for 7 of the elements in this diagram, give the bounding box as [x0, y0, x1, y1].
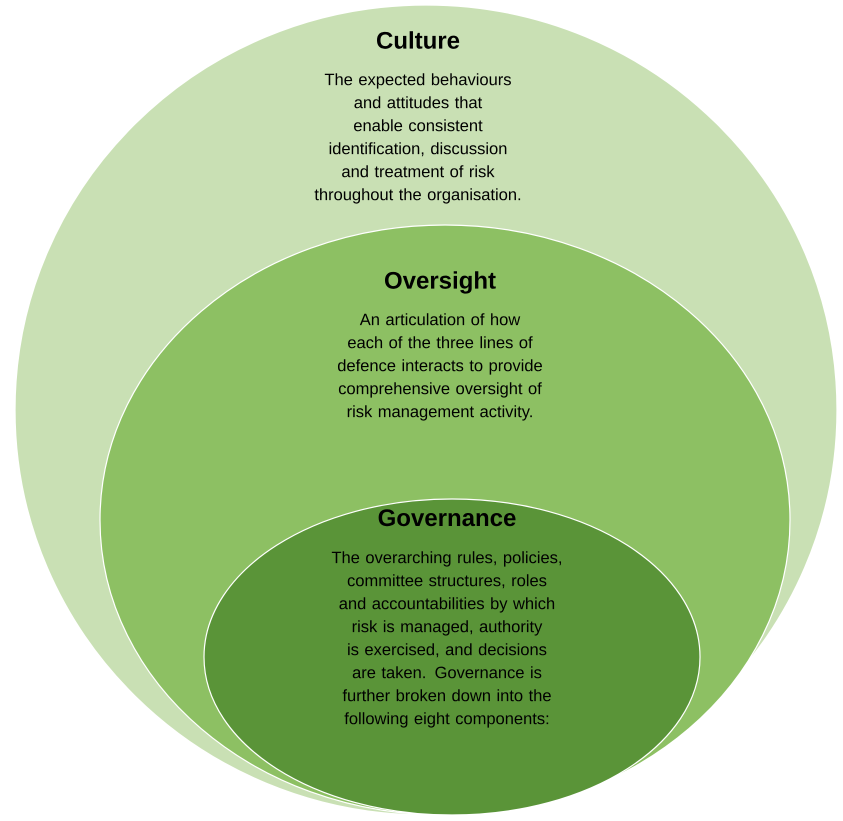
heading: Culture: [377, 31, 460, 49]
description: The overarching rules, policies, committee structures, roles and accountabilities by which risk is managed, authority is exercised, and decisions are taken. Governance is further broken down into the following eight components:: [332, 551, 562, 728]
heading: Governance: [378, 509, 516, 526]
description: An articulation of how each of the three lines of defence interacts to provide comprehensive oversight of risk management activity.: [338, 313, 542, 421]
ellipse: [203, 498, 701, 816]
description: The expected behaviours and attitudes that enable consistent identification, discussion and treatment of risk throughout the organisation.: [314, 73, 520, 204]
heading: Oversight: [384, 271, 496, 294]
